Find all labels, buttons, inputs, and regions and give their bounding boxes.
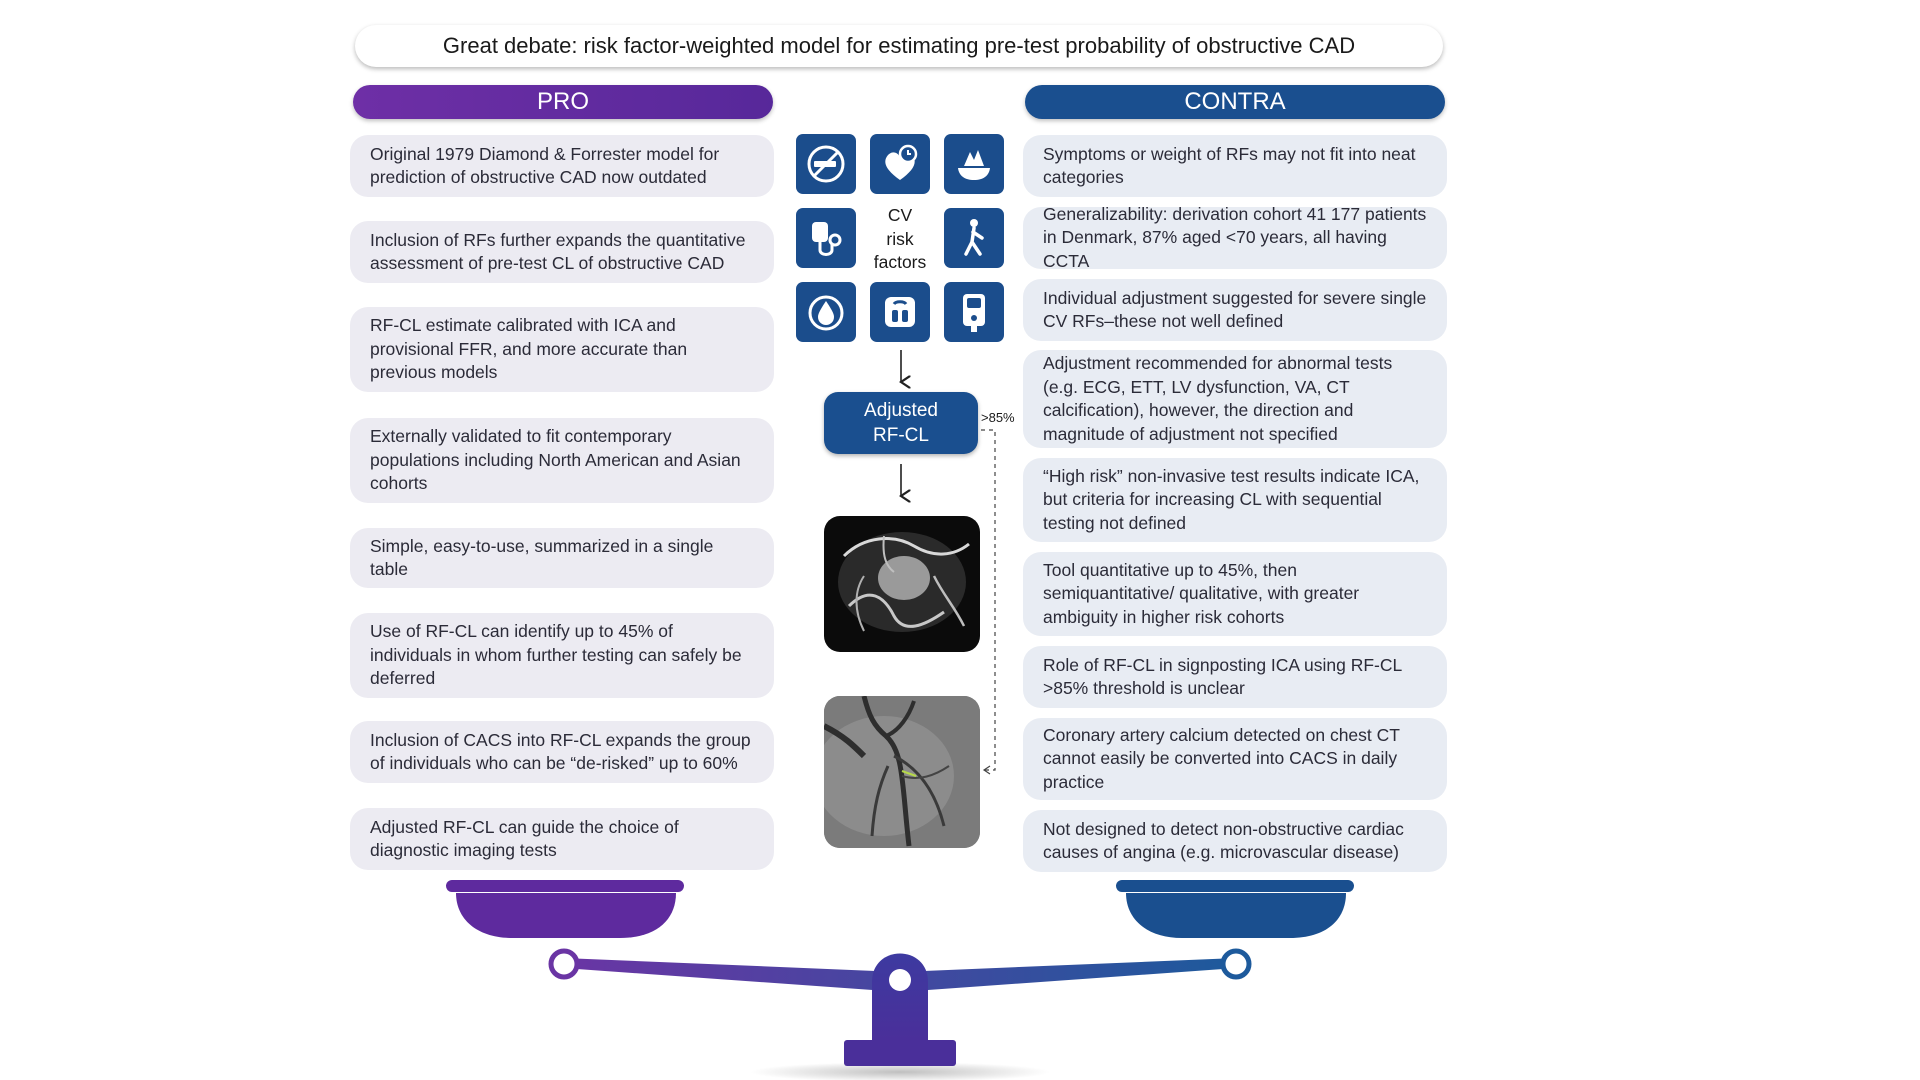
pro-item: RF-CL estimate calibrated with ICA and p… — [350, 307, 774, 392]
heart-clock-icon — [870, 134, 930, 194]
pro-item: Adjusted RF-CL can guide the choice of d… — [350, 808, 774, 870]
contra-item: Coronary artery calcium detected on ches… — [1023, 718, 1447, 800]
contra-item: Role of RF-CL in signposting ICA using R… — [1023, 646, 1447, 708]
adjusted-rfcl-box: Adjusted RF-CL — [824, 392, 978, 454]
weighing-scale-icon — [870, 282, 930, 342]
glucose-meter-icon — [944, 282, 1004, 342]
threshold-label: >85% — [981, 410, 1015, 425]
pro-header: PRO — [353, 85, 773, 119]
pro-item: Use of RF-CL can identify up to 45% of i… — [350, 613, 774, 698]
blood-drop-icon — [796, 282, 856, 342]
invasive-angiography-image — [824, 696, 980, 848]
contra-item: Tool quantitative up to 45%, then semiqu… — [1023, 552, 1447, 636]
contra-item: Individual adjustment suggested for seve… — [1023, 279, 1447, 341]
no-smoking-icon — [796, 134, 856, 194]
contra-header: CONTRA — [1025, 85, 1445, 119]
pro-item: Simple, easy-to-use, summarized in a sin… — [350, 528, 774, 588]
contra-item: Adjustment recommended for abnormal test… — [1023, 350, 1447, 448]
exercise-icon — [944, 208, 1004, 268]
cv-risk-factors-label: CV risk factors — [873, 205, 927, 272]
ct-angiography-image — [824, 516, 980, 652]
contra-item: Not designed to detect non-obstructive c… — [1023, 810, 1447, 872]
food-icon — [944, 134, 1004, 194]
pro-item: Inclusion of RFs further expands the qua… — [350, 221, 774, 283]
pro-item: Externally validated to fit contemporary… — [350, 418, 774, 503]
contra-item: Generalizability: derivation cohort 41 1… — [1023, 204, 1447, 271]
page-title: Great debate: risk factor-weighted model… — [355, 25, 1443, 67]
contra-item: Symptoms or weight of RFs may not fit in… — [1023, 135, 1447, 197]
contra-item: “High risk” non-invasive test results in… — [1023, 458, 1447, 542]
pro-item: Original 1979 Diamond & Forrester model … — [350, 135, 774, 197]
stethoscope-icon — [796, 208, 856, 268]
pro-item: Inclusion of CACS into RF-CL expands the… — [350, 721, 774, 783]
